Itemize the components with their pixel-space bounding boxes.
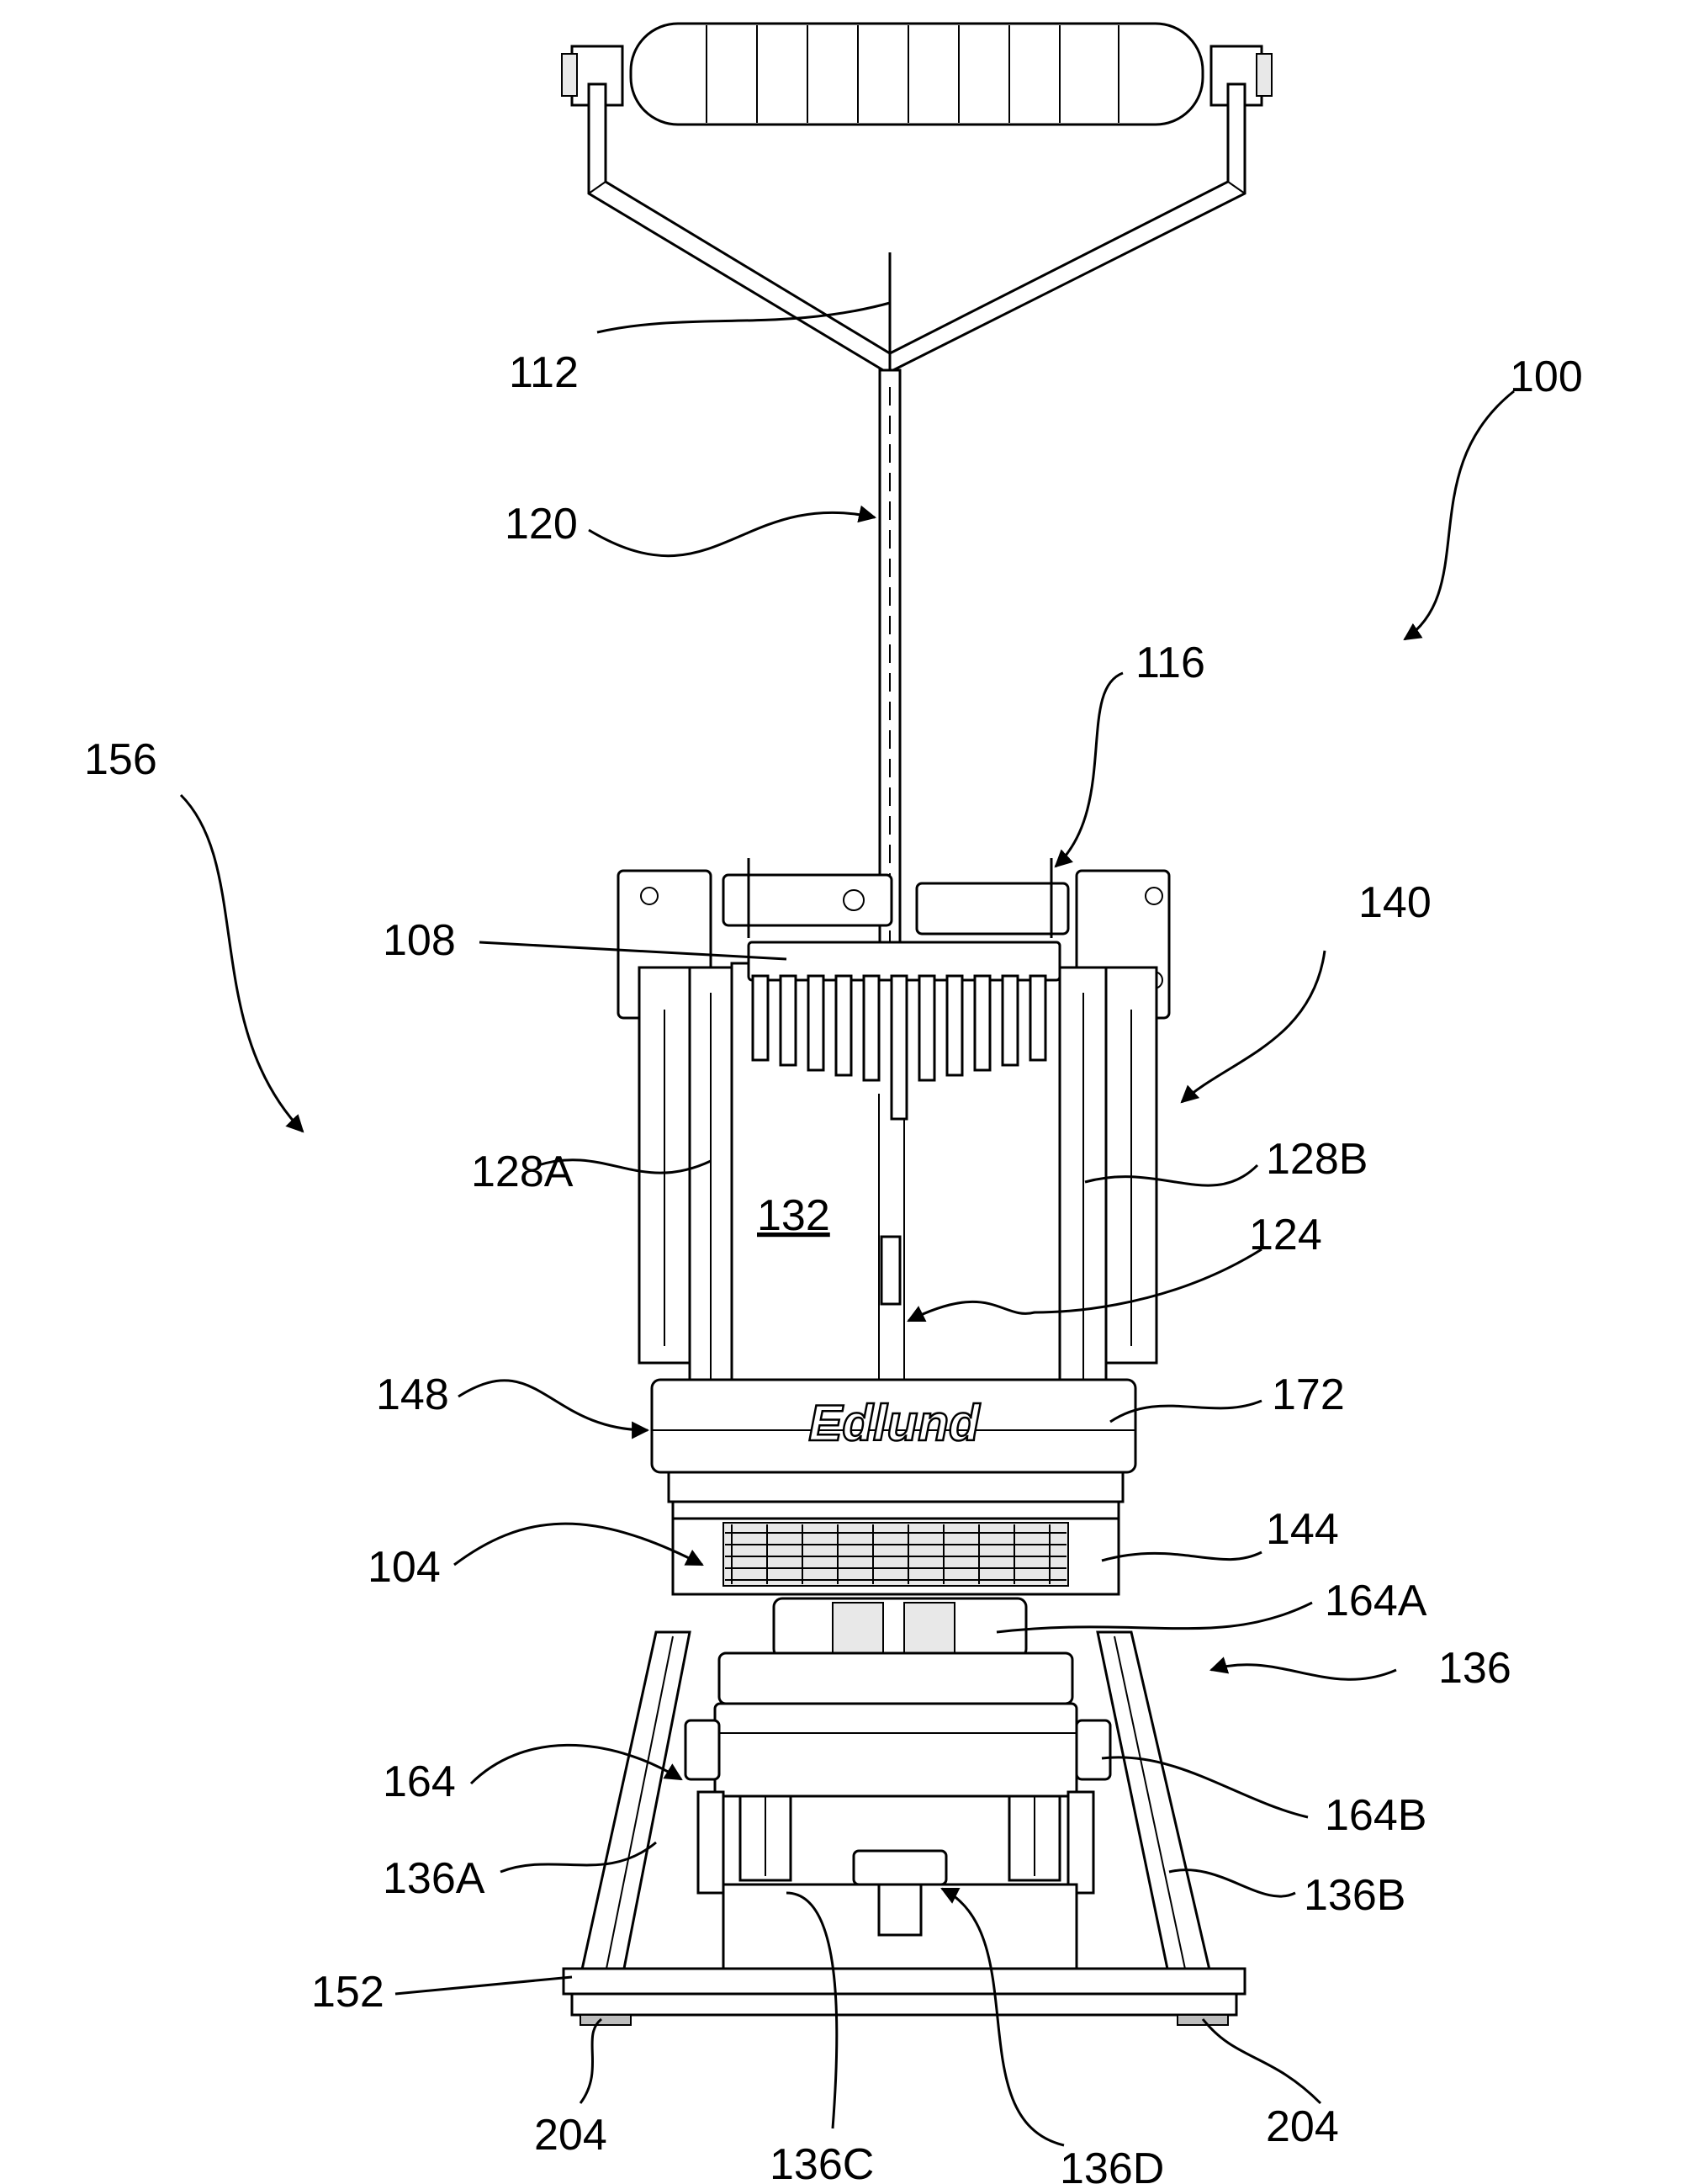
ref-164A: 164A xyxy=(1325,1577,1427,1625)
ref-116: 116 xyxy=(1135,639,1205,687)
ref-136D: 136D xyxy=(1060,2144,1164,2184)
pusher-tooth xyxy=(892,976,907,1119)
ref-136C: 136C xyxy=(770,2140,874,2184)
ref-112: 112 xyxy=(509,348,579,397)
brand-label: Edlund xyxy=(808,1395,981,1451)
ref-204-left: 204 xyxy=(534,2111,607,2160)
ref-136: 136 xyxy=(1438,1644,1511,1693)
pusher-tooth xyxy=(781,976,796,1065)
ref-148: 148 xyxy=(376,1370,449,1419)
pusher-tooth xyxy=(864,976,879,1080)
ref-128B: 128B xyxy=(1266,1135,1368,1184)
ref-152: 152 xyxy=(311,1968,384,2017)
leader-164A xyxy=(997,1603,1312,1632)
leader-120 xyxy=(589,512,875,555)
pusher-tooth xyxy=(975,976,990,1070)
leader-116 xyxy=(1056,673,1123,867)
leader-136 xyxy=(1211,1665,1396,1680)
ref-164B: 164B xyxy=(1325,1791,1426,1840)
ref-128A: 128A xyxy=(471,1148,574,1196)
ref-136A: 136A xyxy=(383,1854,485,1903)
leader-156 xyxy=(181,795,303,1132)
leader-148 xyxy=(458,1381,648,1430)
leader-100 xyxy=(1405,391,1514,639)
ref-164: 164 xyxy=(383,1757,456,1806)
ref-108: 108 xyxy=(383,916,456,965)
ref-140: 140 xyxy=(1358,878,1432,927)
ref-136B: 136B xyxy=(1304,1871,1405,1920)
cutting-blade-assembly xyxy=(673,1519,1119,1594)
ref-204-right: 204 xyxy=(1266,2102,1339,2151)
leader-104 xyxy=(454,1524,702,1565)
handle-yoke xyxy=(589,84,1245,370)
leader-204-left xyxy=(580,2019,601,2103)
base-plate xyxy=(564,1969,1245,2025)
housing-band: Edlund xyxy=(652,1380,1135,1519)
ref-104: 104 xyxy=(368,1543,441,1592)
leader-144 xyxy=(1102,1552,1262,1561)
leader-140 xyxy=(1182,951,1325,1102)
pusher-tooth xyxy=(947,976,962,1075)
ref-132: 132 xyxy=(757,1191,830,1240)
ref-100: 100 xyxy=(1510,353,1583,401)
leader-204-right xyxy=(1203,2019,1321,2103)
ref-172: 172 xyxy=(1272,1370,1345,1419)
pusher-tooth xyxy=(808,976,823,1070)
ref-124: 124 xyxy=(1249,1211,1322,1259)
ref-144: 144 xyxy=(1266,1505,1339,1554)
lower-base xyxy=(580,1598,1211,1977)
pusher-tooth xyxy=(1003,976,1018,1065)
pusher-tooth xyxy=(919,976,934,1080)
handle-grip xyxy=(562,24,1272,125)
leader-152 xyxy=(395,1977,572,1994)
pusher-tooth xyxy=(836,976,851,1075)
ref-156: 156 xyxy=(84,735,157,784)
pusher-tooth xyxy=(753,976,768,1060)
pusher-tooth xyxy=(1030,976,1045,1060)
ref-120: 120 xyxy=(505,500,578,549)
